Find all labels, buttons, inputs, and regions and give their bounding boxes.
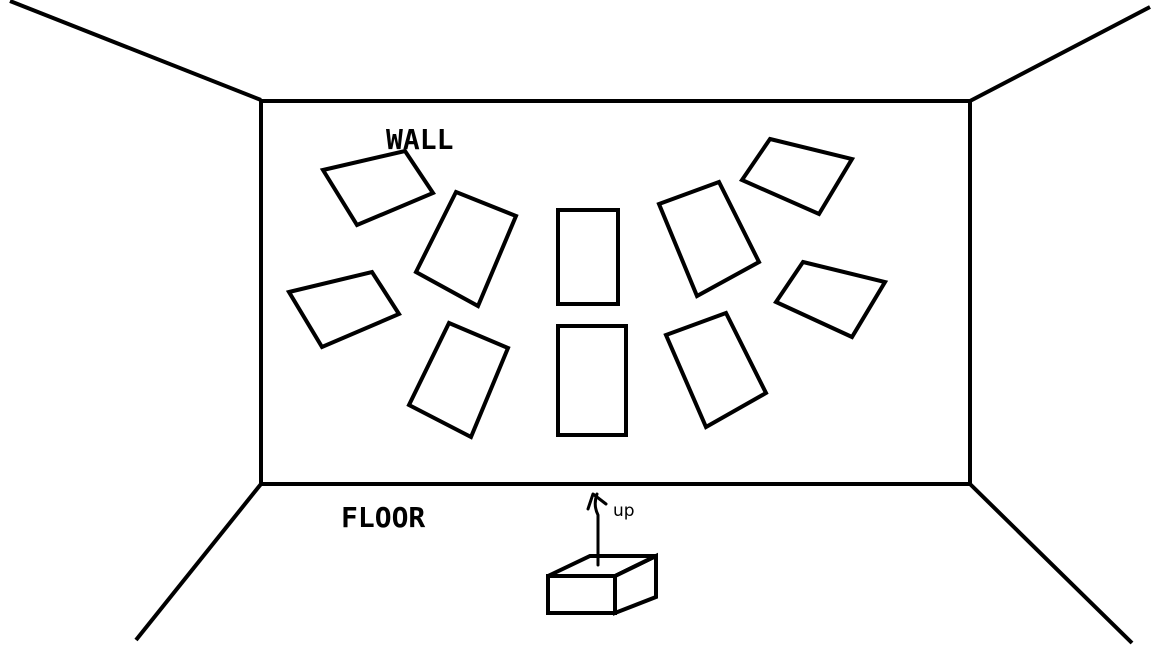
back-wall	[259, 99, 972, 486]
panel-right-middle	[773, 259, 889, 340]
panel-left-lower-tall	[406, 320, 511, 440]
ceiling-edge-left	[9, 0, 262, 102]
panel-right-lower-tall	[663, 310, 769, 430]
box-front-face	[546, 574, 617, 615]
panel-center-top	[556, 208, 620, 306]
panel-top-left	[319, 148, 437, 228]
box-side-face	[613, 552, 658, 616]
up-label: up	[613, 501, 635, 521]
panel-top-right	[738, 136, 856, 217]
ceiling-edge-right	[969, 5, 1151, 103]
panel-left-middle	[285, 269, 402, 350]
panel-right-upper-tall	[656, 179, 762, 299]
floor-label: FLOOR	[341, 501, 425, 534]
floor-edge-right	[968, 482, 1134, 645]
panel-left-upper-tall	[413, 189, 519, 309]
up-arrow-head	[586, 492, 608, 511]
wall-label: WALL	[386, 123, 453, 156]
panel-center-bottom	[556, 324, 628, 437]
floor-edge-left	[134, 482, 263, 642]
